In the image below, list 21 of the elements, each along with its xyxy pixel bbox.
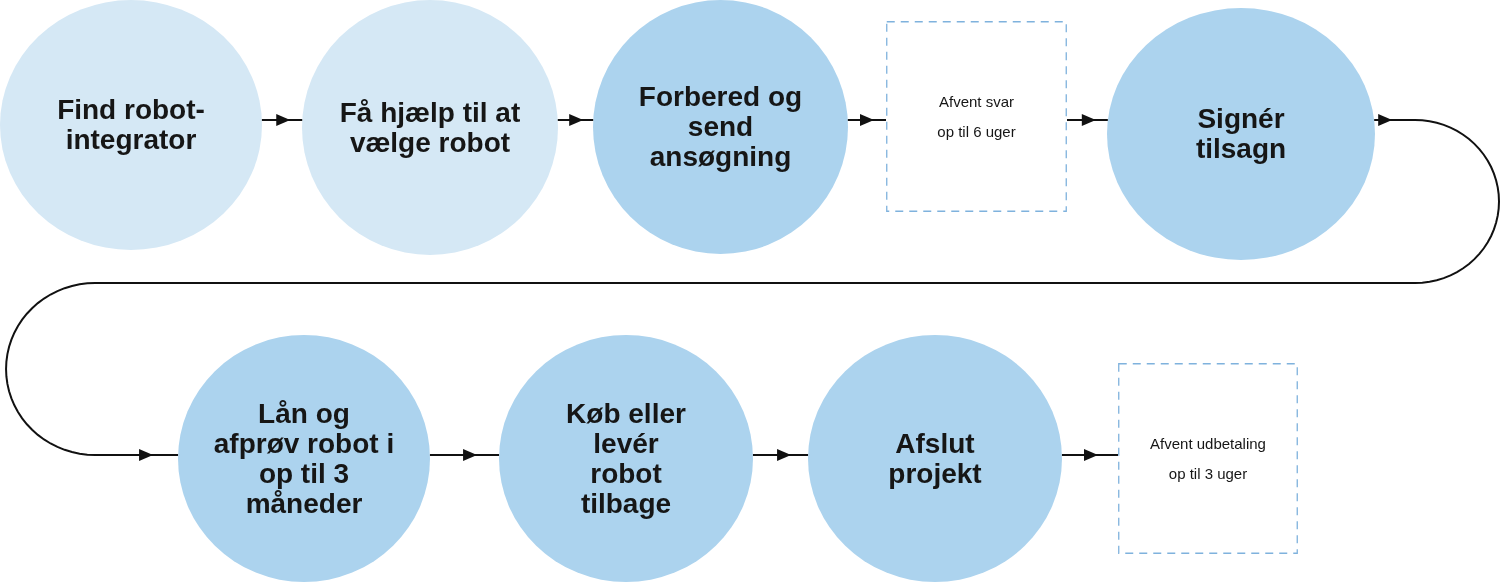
waiting-step-box	[886, 21, 1067, 212]
wait-label: Afvent udbetaling	[1150, 433, 1266, 454]
step-label: Lån og afprøv robot i op til 3 måneder	[212, 398, 396, 519]
step-label: Forbered og send ansøgning	[637, 82, 804, 172]
arrow	[751, 449, 810, 461]
arrow	[428, 449, 501, 461]
step-label: Signér tilsagn	[1194, 104, 1288, 164]
duration-label: op til 6 uger	[937, 121, 1016, 142]
step-label: Få hjælp til at vælge robot	[338, 97, 522, 158]
wait-label: Afvent svar	[939, 91, 1014, 112]
step-label: Afslut projekt	[887, 428, 983, 489]
step-label: Find robot-integrator	[56, 95, 206, 155]
arrow	[260, 114, 304, 126]
arrow	[556, 114, 595, 126]
step-label: Køb eller levér robot tilbage	[565, 398, 687, 519]
curved-arrow	[5, 114, 1500, 461]
arrow	[846, 114, 887, 126]
arrow	[1060, 449, 1119, 461]
arrow	[1066, 114, 1109, 126]
duration-label: op til 3 uger	[1168, 463, 1248, 484]
waiting-step-box	[1118, 363, 1298, 554]
